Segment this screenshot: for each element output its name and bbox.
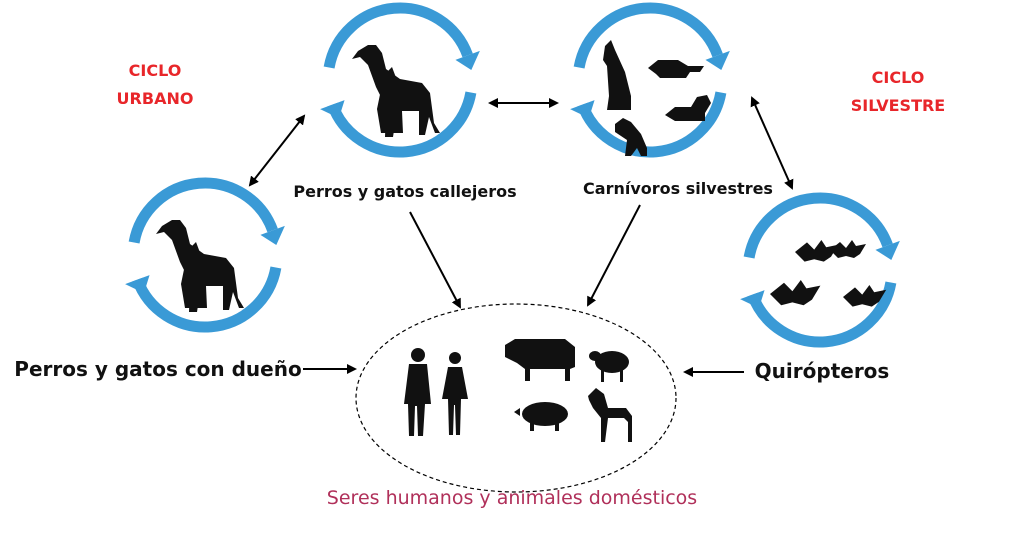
raccoon-icon [648, 60, 704, 78]
cycle-arrowhead-icon [125, 275, 150, 294]
cycle-arc [132, 266, 282, 333]
cycle-arrowhead-icon [260, 225, 285, 245]
dog-cat-icon [352, 45, 440, 137]
cycle-arc [747, 281, 897, 348]
stray-cycle-arrows [320, 2, 480, 158]
wild-cycle-label: CICLO SILVESTRE [851, 64, 945, 120]
fox-icon [615, 118, 647, 156]
wild-cycle-arrows [570, 2, 730, 158]
bats-cycle-arrows [740, 192, 900, 348]
wild-cycle-line1: CICLO [871, 68, 925, 87]
humans-domestic-label: Seres humanos y animales domésticos [326, 487, 698, 509]
cycle-arrowhead-icon [705, 50, 730, 70]
bat-icon [830, 240, 866, 258]
arrow-owned-stray [248, 114, 306, 187]
owned-cycle-arrows [125, 177, 285, 333]
skunk-icon [665, 95, 711, 121]
cycle-arrowhead-icon [570, 100, 595, 119]
human-couple-icon [404, 348, 468, 436]
urban-cycle-label: CICLO URBANO [117, 57, 194, 113]
cycle-arc [743, 192, 893, 259]
cycle-arc [577, 91, 727, 158]
arrow-wild-humans [587, 204, 641, 307]
stray-label: Perros y gatos callejeros [293, 182, 517, 201]
cycle-arc [128, 177, 278, 244]
horse-icon [588, 388, 632, 442]
bat-icon [795, 240, 839, 262]
pig-icon [514, 402, 568, 431]
urban-cycle-line1: CICLO [128, 61, 182, 80]
cycle-arc [323, 2, 473, 69]
cycle-arc [573, 2, 723, 69]
bat-icon [770, 280, 821, 306]
sheep-icon [589, 351, 629, 382]
owned-label: Perros y gatos con dueño [14, 357, 302, 381]
urban-cycle-line2: URBANO [116, 89, 194, 108]
cycle-arc [327, 91, 477, 158]
cycle-arrowhead-icon [875, 240, 900, 260]
wild-cycle-line2: SILVESTRE [850, 96, 946, 115]
wild-carnivores-label: Carnívoros silvestres [583, 179, 773, 198]
cycle-arrowhead-icon [320, 100, 345, 119]
bat-icon [843, 285, 887, 307]
connector-arrows [248, 96, 794, 377]
cycle-arrowhead-icon [455, 50, 480, 70]
bats-label: Quirópteros [754, 359, 890, 383]
cow-icon [505, 339, 575, 381]
dog-cat-icon [156, 220, 244, 312]
wolf-icon [603, 40, 631, 110]
arrow-wild-bats [750, 96, 794, 190]
cycle-arrowhead-icon [740, 290, 765, 309]
humans-domestic-ellipse [355, 303, 677, 493]
arrow-stray-humans [409, 211, 461, 309]
